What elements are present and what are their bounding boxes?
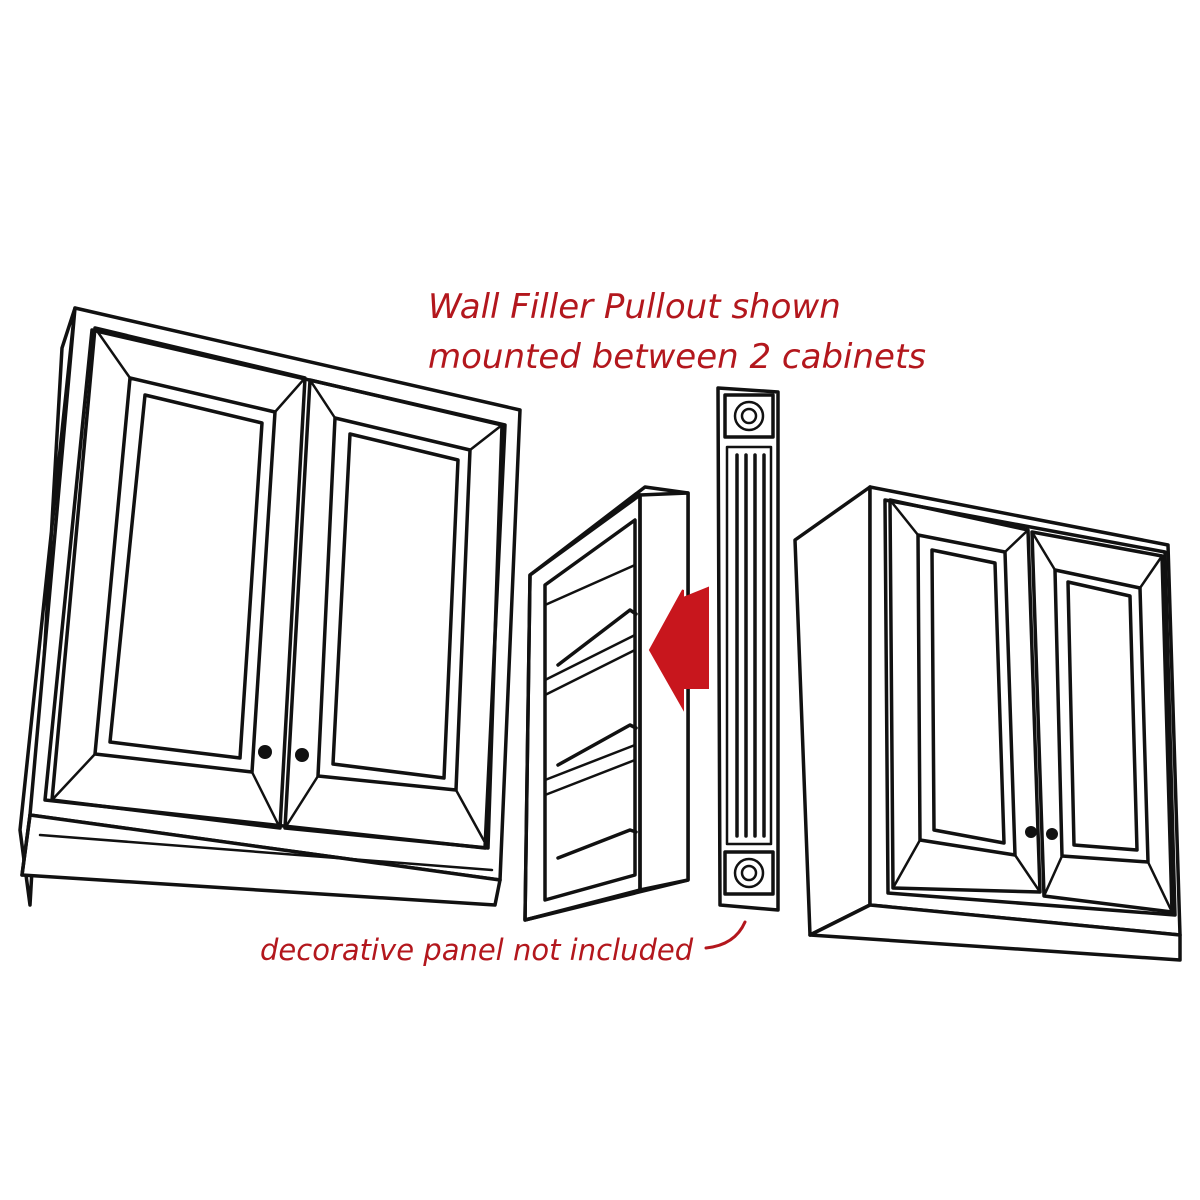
left-cabinet-door-right — [283, 378, 504, 850]
caption-line-1: Wall Filler Pullout shown — [428, 287, 841, 327]
caption-line-2: mounted between 2 cabinets — [428, 337, 926, 377]
knob-icon — [258, 745, 272, 759]
knob-icon — [1025, 826, 1037, 838]
note-text: decorative panel not included — [260, 933, 694, 967]
note-pointer-icon — [704, 920, 747, 950]
left-cabinet — [18, 306, 522, 907]
knob-icon — [295, 748, 309, 762]
left-cabinet-door-left — [50, 326, 307, 830]
right-cabinet-door-right — [1030, 530, 1174, 914]
right-cabinet-door-left — [888, 498, 1042, 894]
pullout-rack — [523, 485, 690, 922]
decorative-panel — [716, 386, 780, 912]
knob-icon — [1046, 828, 1058, 840]
right-cabinet — [793, 485, 1182, 962]
insert-arrow-icon — [648, 586, 709, 712]
